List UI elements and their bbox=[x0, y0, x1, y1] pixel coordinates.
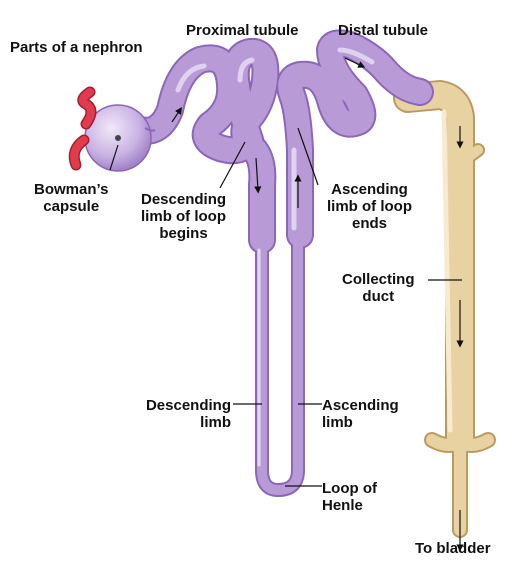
flow-arrows bbox=[171, 57, 464, 552]
label-ascending-limb-ends: Ascending limb of loop ends bbox=[327, 181, 412, 232]
label-distal-tubule: Distal tubule bbox=[338, 22, 429, 39]
label-descending-limb: Descending limb bbox=[145, 397, 231, 431]
label-collecting-duct: Collecting duct bbox=[342, 271, 415, 305]
leader-lines bbox=[109, 127, 462, 487]
label-proximal-tubule: Proximal tubule bbox=[186, 22, 299, 39]
label-loop-of-henle: Loop of Henle bbox=[322, 480, 377, 514]
label-descending-limb-begins: Descending limb of loop begins bbox=[141, 191, 227, 242]
label-bowmans-capsule: Bowman’s capsule bbox=[34, 181, 109, 215]
diagram-title: Parts of a nephron bbox=[10, 39, 143, 56]
nephron-tubule bbox=[126, 29, 434, 497]
afferent-vessel bbox=[68, 86, 97, 171]
label-ascending-limb: Ascending limb bbox=[322, 397, 399, 431]
label-to-bladder: To bladder bbox=[415, 540, 491, 557]
collecting-duct bbox=[393, 80, 496, 538]
